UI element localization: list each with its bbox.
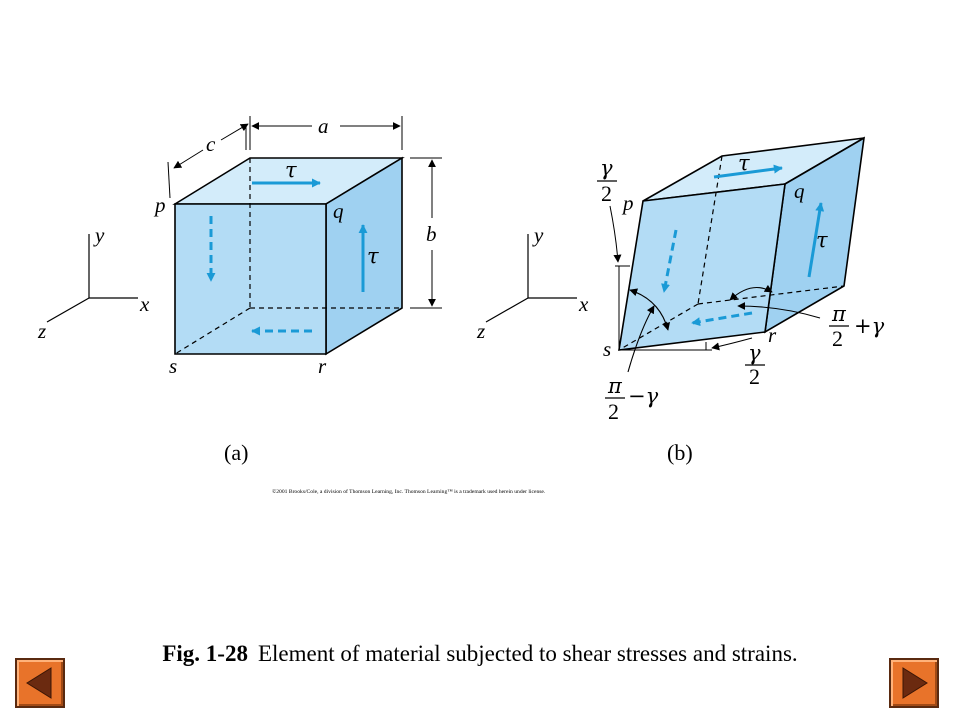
label-c: c (206, 132, 216, 156)
label-p-b: p (621, 191, 634, 215)
tau-arrow-bottom-dashed-b (691, 311, 753, 327)
figure-b: γ 2 π 2 +γ γ 2 π 2 −γ p q s r τ τ y x z … (476, 136, 885, 465)
fraction-gamma-over-2-top: γ 2 (597, 156, 617, 206)
svg-text:2: 2 (608, 399, 619, 424)
cube-a-hidden-edges (174, 158, 402, 355)
axes-a (46, 234, 138, 323)
angle-arcs (627, 284, 821, 373)
label-p: p (153, 193, 166, 217)
next-slide-button[interactable] (889, 658, 939, 708)
label-b: b (426, 222, 437, 246)
fraction-pi-over-2-plus-gamma: π 2 +γ (829, 302, 885, 351)
label-tau-right-b: τ (816, 228, 828, 252)
figure-a: c a b p q s r τ τ y x z (a) (37, 114, 442, 465)
triangle-left-icon (26, 667, 52, 699)
label-y-axis-b: y (532, 223, 544, 247)
label-tau-right: τ (367, 244, 379, 268)
svg-text:γ: γ (748, 341, 761, 365)
triangle-right-icon (902, 667, 928, 699)
label-z-axis-b: z (476, 319, 485, 343)
fraction-pi-over-2-minus-gamma: π 2 −γ (605, 374, 659, 424)
svg-text:−γ: −γ (628, 384, 659, 408)
tau-arrow-right-b (807, 202, 825, 278)
label-x-axis-b: x (578, 292, 589, 316)
label-x-axis: x (139, 292, 150, 316)
svg-text:+γ: +γ (854, 314, 885, 338)
fraction-gamma-over-2-bottom: γ 2 (745, 341, 765, 389)
label-a: a (318, 114, 329, 138)
svg-text:2: 2 (749, 364, 760, 389)
label-tau-top-b: τ (738, 151, 750, 175)
subfigure-label-b: (b) (667, 440, 693, 465)
figure-caption: Fig. 1-28 Element of material subjected t… (0, 641, 960, 667)
tau-arrow-top-b (713, 164, 783, 179)
previous-slide-button[interactable] (15, 658, 65, 708)
svg-text:π: π (607, 374, 623, 398)
label-s-b: s (603, 337, 611, 361)
svg-text:2: 2 (601, 181, 612, 206)
svg-text:π: π (831, 302, 847, 326)
caption-text: Element of material subjected to shear s… (257, 641, 798, 666)
label-z-axis: z (37, 319, 46, 343)
subfigure-label-a: (a) (224, 440, 248, 465)
label-q: q (333, 199, 344, 223)
svg-text:2: 2 (832, 326, 843, 351)
svg-text:γ: γ (600, 156, 613, 180)
copyright-notice: ©2001 Brooks/Cole, a division of Thomson… (272, 488, 546, 495)
figure-number: Fig. 1-28 (162, 641, 248, 666)
dimension-a (249, 116, 403, 150)
label-q-b: q (794, 179, 805, 203)
label-r-b: r (768, 323, 777, 347)
dimension-b (410, 157, 442, 309)
label-s: s (169, 354, 177, 378)
dimension-c (167, 123, 249, 199)
label-r: r (318, 354, 327, 378)
axes-b (485, 234, 577, 323)
label-tau-top: τ (285, 158, 297, 182)
label-y-axis: y (93, 223, 105, 247)
tau-arrow-left-dashed-b (661, 229, 678, 293)
